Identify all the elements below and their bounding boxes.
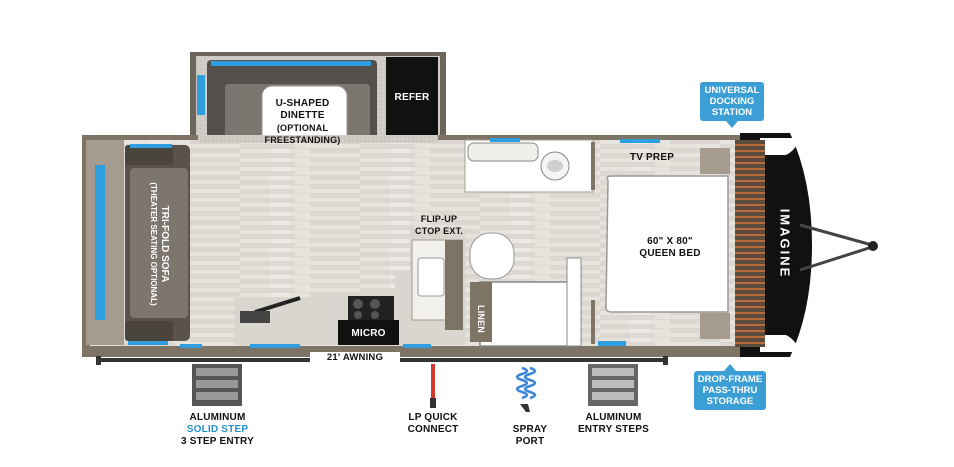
label-entry-steps-line2: ENTRY STEPS <box>577 424 650 435</box>
callout-drop-frame-storage: DROP-FRAME PASS-THRU STORAGE <box>694 364 766 410</box>
callout-docking-line2: DOCKING <box>709 96 755 107</box>
label-sofa: TRI-FOLD SOFA (THEATER SEATING OPTIONAL) <box>148 169 170 319</box>
callout-docking-line3: STATION <box>711 107 753 118</box>
tri-fold-sofa <box>86 140 190 345</box>
microwave <box>338 320 399 345</box>
label-lp-connect-line2: CONNECT <box>407 424 459 435</box>
label-spray-port: SPRAY PORT <box>500 424 560 448</box>
label-awning: 21' AWNING <box>310 352 400 364</box>
label-solid-step-line2: SOLID STEP <box>186 424 249 435</box>
callout-docking-line1: UNIVERSAL <box>704 85 760 96</box>
bathroom <box>464 138 594 347</box>
label-refer: REFER <box>394 92 430 103</box>
dinette-slideout <box>190 52 446 162</box>
callout-docking-station: UNIVERSAL DOCKING STATION <box>700 82 764 128</box>
label-micro: MICRO <box>351 328 386 339</box>
queen-bed <box>605 175 729 313</box>
entry-steps <box>588 364 638 406</box>
bedroom <box>591 139 730 346</box>
label-flipup-line1: FLIP-UP <box>420 214 458 224</box>
label-lp-connect-line1: LP QUICK <box>408 412 458 423</box>
lp-quick-connect <box>430 364 436 408</box>
brand-logo: IMAGINE <box>777 208 793 279</box>
label-dinette-line1: U-SHAPED <box>275 98 330 109</box>
label-dinette-line4: FREESTANDING) <box>264 135 341 145</box>
label-solid-step-line1: ALUMINUM <box>189 412 246 423</box>
spray-port <box>515 366 537 412</box>
callout-storage-line1: DROP-FRAME <box>697 374 763 385</box>
label-spray-port-line2: PORT <box>515 436 545 447</box>
label-tv-prep: TV PREP <box>629 152 675 163</box>
hitch <box>799 223 878 272</box>
front-cap <box>735 133 812 357</box>
label-lp-connect: LP QUICK CONNECT <box>392 412 474 436</box>
label-dinette-line2: DINETTE <box>280 110 325 121</box>
solid-step <box>192 364 242 406</box>
refrigerator <box>386 57 438 150</box>
label-sofa-line2: (THEATER SEATING OPTIONAL) <box>149 182 158 306</box>
label-entry-steps-line1: ALUMINUM <box>585 412 642 423</box>
label-queen-bed: 60" x 80" QUEEN BED <box>620 236 720 260</box>
callout-storage-line3: STORAGE <box>706 396 754 407</box>
kitchen-area <box>235 230 465 345</box>
label-sofa-line1: TRI-FOLD SOFA <box>159 205 170 283</box>
label-entry-steps: ALUMINUM ENTRY STEPS <box>566 412 661 436</box>
label-dinette-line3: (OPTIONAL <box>276 123 329 133</box>
label-queen-bed-line1: 60" x 80" <box>647 236 693 247</box>
label-linen: LINEN <box>476 305 486 333</box>
label-flipup: FLIP-UP CTOP EXT. <box>410 213 468 237</box>
label-queen-bed-line2: QUEEN BED <box>639 248 701 259</box>
label-spray-port-line1: SPRAY <box>512 424 548 435</box>
callout-storage-line2: PASS-THRU <box>702 385 758 396</box>
label-solid-step-line3: 3 STEP ENTRY <box>181 436 254 447</box>
label-solid-step: ALUMINUM SOLID STEP 3 STEP ENTRY <box>170 412 265 448</box>
label-dinette: U-SHAPED DINETTE (OPTIONAL FREESTANDING) <box>255 98 350 146</box>
label-flipup-line2: CTOP EXT. <box>415 226 463 236</box>
